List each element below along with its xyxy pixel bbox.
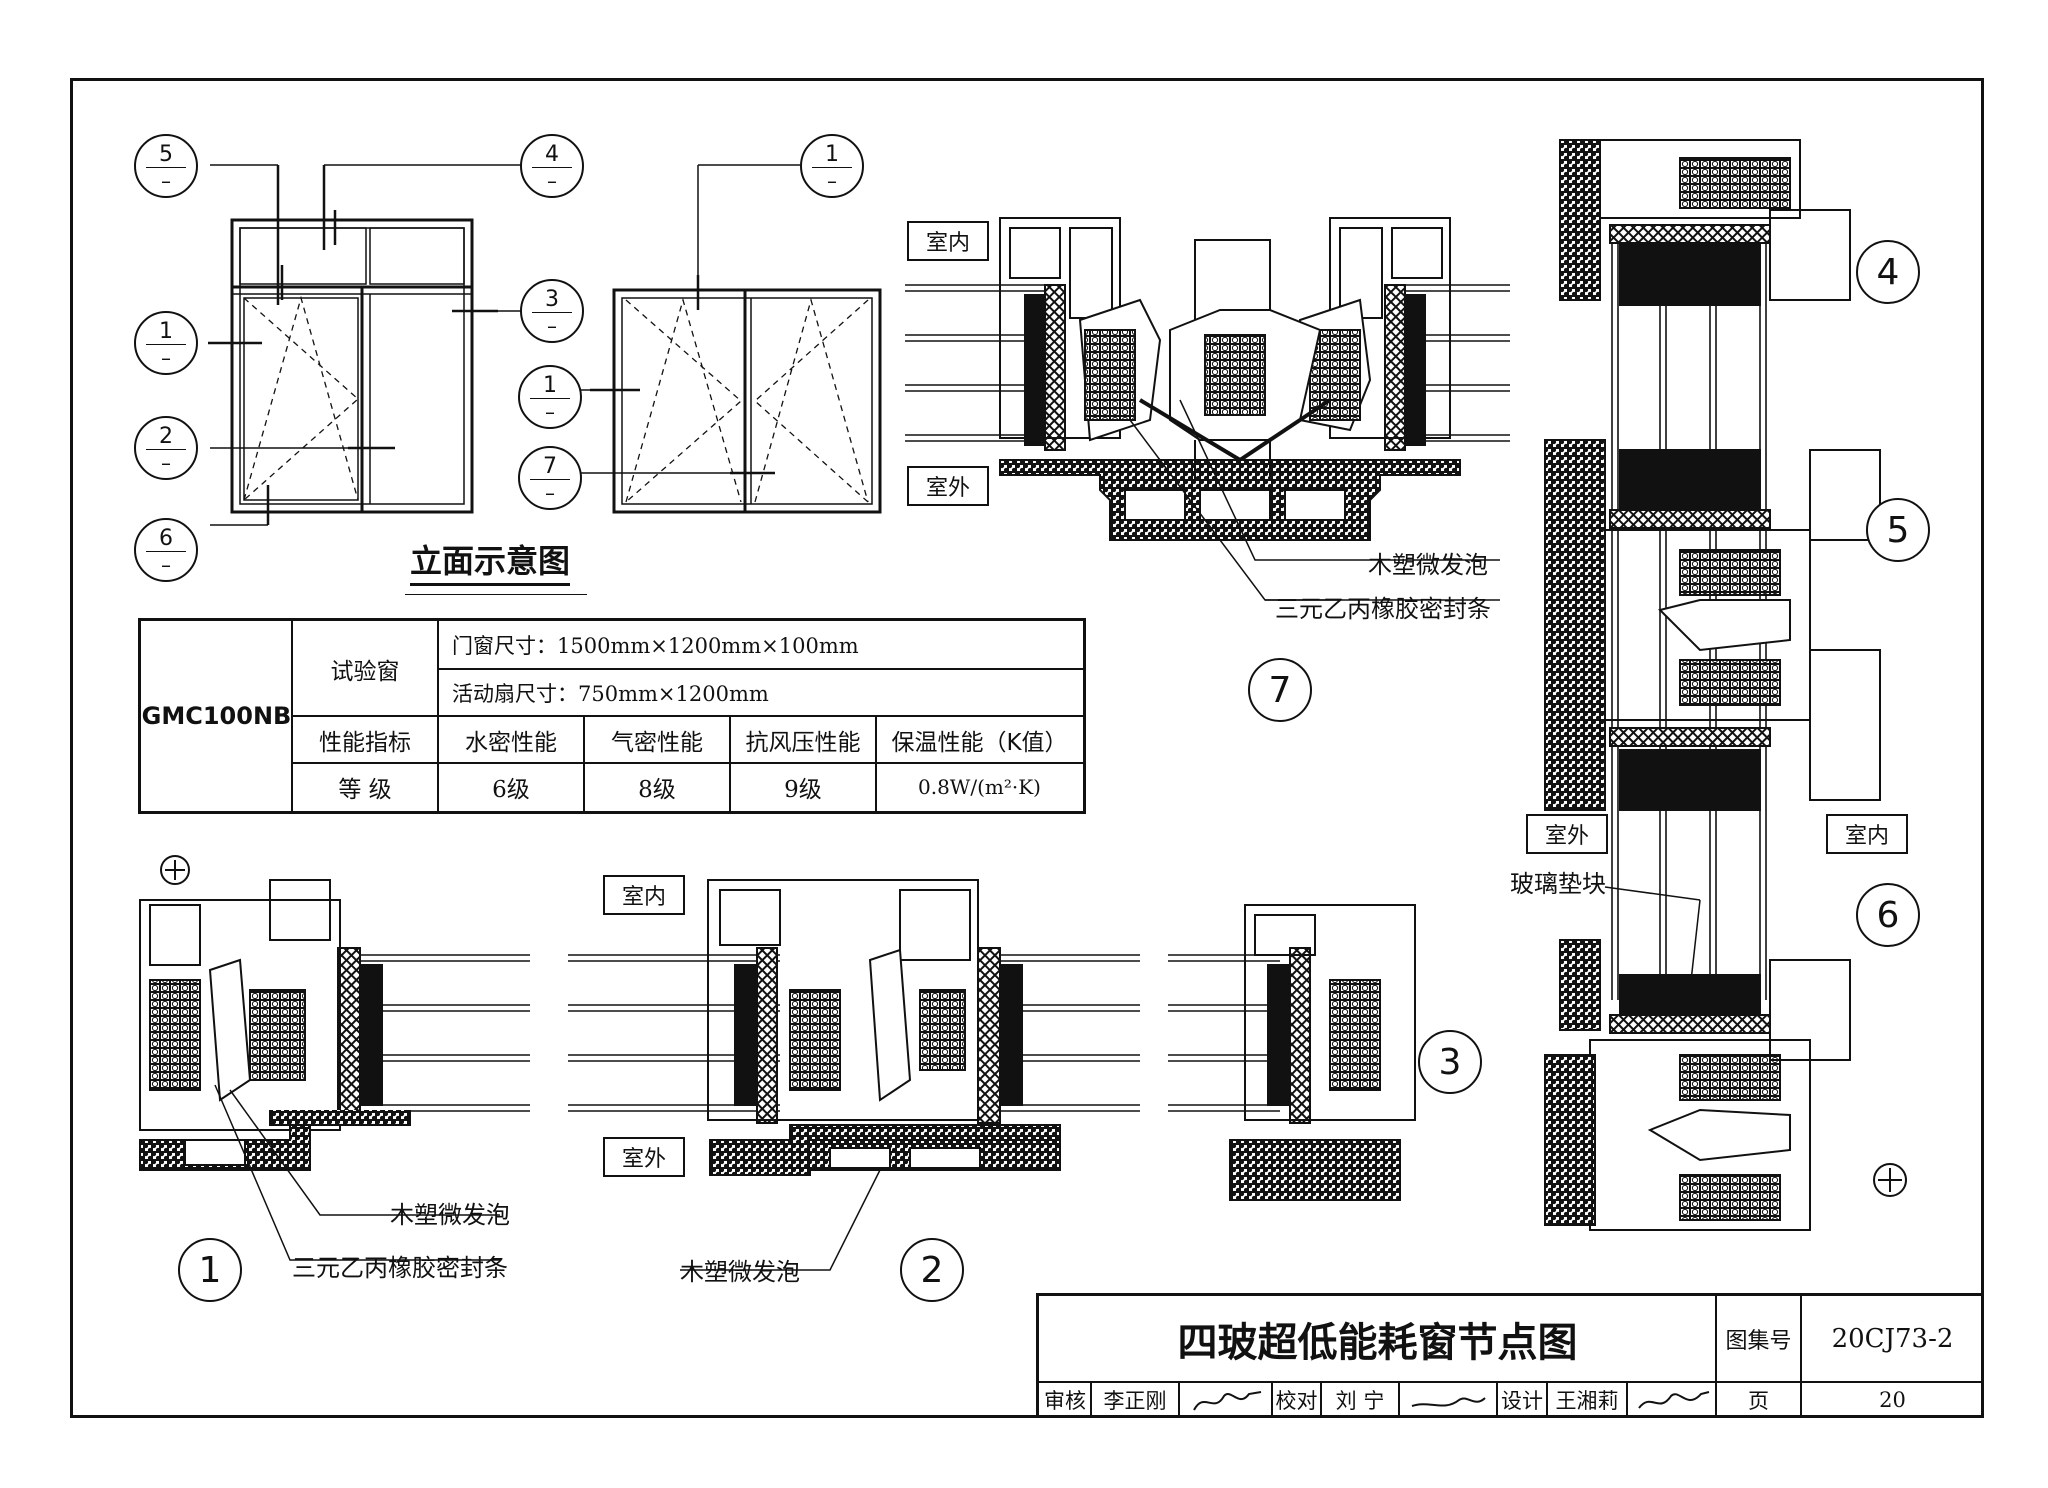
tag-sheet: – [827,169,837,193]
tag-number: 3 [545,287,559,312]
tag-number: 5 [159,142,173,167]
details-1-2-3-section [139,855,1416,1271]
section-tag-7: 7– [518,446,582,510]
grade-water: 6级 [492,777,530,803]
tag-divider [530,479,570,480]
tag-number: 4 [545,142,559,167]
tag-sheet: – [161,169,171,193]
tag-divider [146,551,186,552]
model-cell: GMC100NB [141,702,292,730]
label-glass-block: 玻璃垫块 [1510,870,1606,898]
section-tag-6: 6– [134,518,198,582]
label-epdm-seal-1: 三元乙丙橡胶密封条 [292,1254,508,1282]
detail-number-3: 3 [1418,1030,1482,1094]
tag-sheet: – [161,451,171,475]
designer-name: 王湘莉 [1555,1389,1619,1413]
atlas-number: 20CJ73-2 [1831,1324,1954,1354]
grade-thermal: 0.8W/(m²·K) [918,775,1041,799]
tag-divider [146,344,186,345]
drawing-title: 四玻超低能耗窗节点图 [1177,1320,1578,1366]
elevation-window-right [612,288,882,514]
detail-7-section [905,217,1510,601]
reviewer-name: 李正刚 [1103,1389,1167,1413]
section-tag-5: 5– [134,134,198,198]
tag-sheet: – [161,346,171,370]
section-tag-1c: 1– [518,365,582,429]
section-tag-1b: 1– [800,134,864,198]
label-wpc-foam-1: 木塑微发泡 [390,1201,510,1229]
header-water: 水密性能 [465,729,557,756]
header-indicator: 性能指标 [319,729,411,756]
detail-number-5: 5 [1866,498,1930,562]
header-wind: 抗风压性能 [745,729,861,756]
tag-divider [146,449,186,450]
section-tag-2: 2– [134,416,198,480]
section-tag-3: 3– [520,279,584,343]
outdoor-box-right: 室外 [1526,814,1608,854]
elevation-window-left [230,218,474,514]
tag-sheet: – [547,314,557,338]
tag-divider [530,398,570,399]
tag-sheet: – [161,553,171,577]
label-wpc-foam-2: 木塑微发泡 [680,1258,800,1286]
table-grid [291,621,1083,811]
detail-number-6: 6 [1856,883,1920,947]
outdoor-box-7: 室外 [907,466,989,506]
tag-divider [812,167,852,168]
atlas-label: 图集号 [1725,1329,1792,1354]
header-air: 气密性能 [611,729,703,756]
drawing-frame [70,78,1984,1418]
tag-number: 1 [543,373,557,398]
door-size-cell: 门窗尺寸：1500mm×1200mm×100mm [452,634,859,658]
label-wpc-foam-7: 木塑微发泡 [1368,551,1488,579]
checker-name: 刘 宁 [1335,1389,1385,1413]
section-tag-1a: 1– [134,311,198,375]
detail-number-7: 7 [1248,658,1312,722]
section-marks [208,164,800,526]
grade-air: 8级 [638,777,676,803]
title-underline [405,594,587,595]
tag-number: 7 [543,454,557,479]
title-block: 四玻超低能耗窗节点图 图集号 20CJ73-2 审核 李正刚 校对 刘 宁 设计… [1036,1293,1984,1418]
check-label: 校对 [1275,1389,1318,1413]
title-block-grid [1039,1296,1984,1418]
tag-divider [146,167,186,168]
header-thermal: 保温性能（K值） [891,729,1068,756]
page-number: 20 [1879,1388,1906,1412]
details-4-5-6-section [1544,139,1907,1231]
tag-sheet: – [545,481,555,505]
detail-number-4: 4 [1856,240,1920,304]
label-epdm-seal-7: 三元乙丙橡胶密封条 [1275,595,1491,623]
performance-table: GMC100NB 试验窗 门窗尺寸：1500mm×1200mm×100mm 活动… [138,618,1086,814]
tag-divider [532,312,572,313]
test-window-cell: 试验窗 [330,658,400,685]
tag-number: 1 [825,142,839,167]
review-label: 审核 [1044,1389,1086,1413]
indoor-box-2: 室内 [603,875,685,915]
tag-sheet: – [547,169,557,193]
detail-number-1: 1 [178,1238,242,1302]
tag-number: 2 [159,424,173,449]
tag-sheet: – [545,400,555,424]
elevation-title: 立面示意图 [410,545,571,586]
tag-number: 1 [159,319,173,344]
design-label: 设计 [1501,1389,1543,1413]
page-label: 页 [1748,1389,1769,1413]
outdoor-box-2: 室外 [603,1137,685,1177]
tag-divider [532,167,572,168]
grade-label: 等 级 [338,777,392,803]
section-tag-4: 4– [520,134,584,198]
grade-wind: 9级 [784,777,822,803]
sash-size-cell: 活动扇尺寸：750mm×1200mm [452,681,769,706]
detail-number-2: 2 [900,1238,964,1302]
tag-number: 6 [159,526,173,551]
indoor-box-right: 室内 [1826,814,1908,854]
indoor-box-7: 室内 [907,221,989,261]
